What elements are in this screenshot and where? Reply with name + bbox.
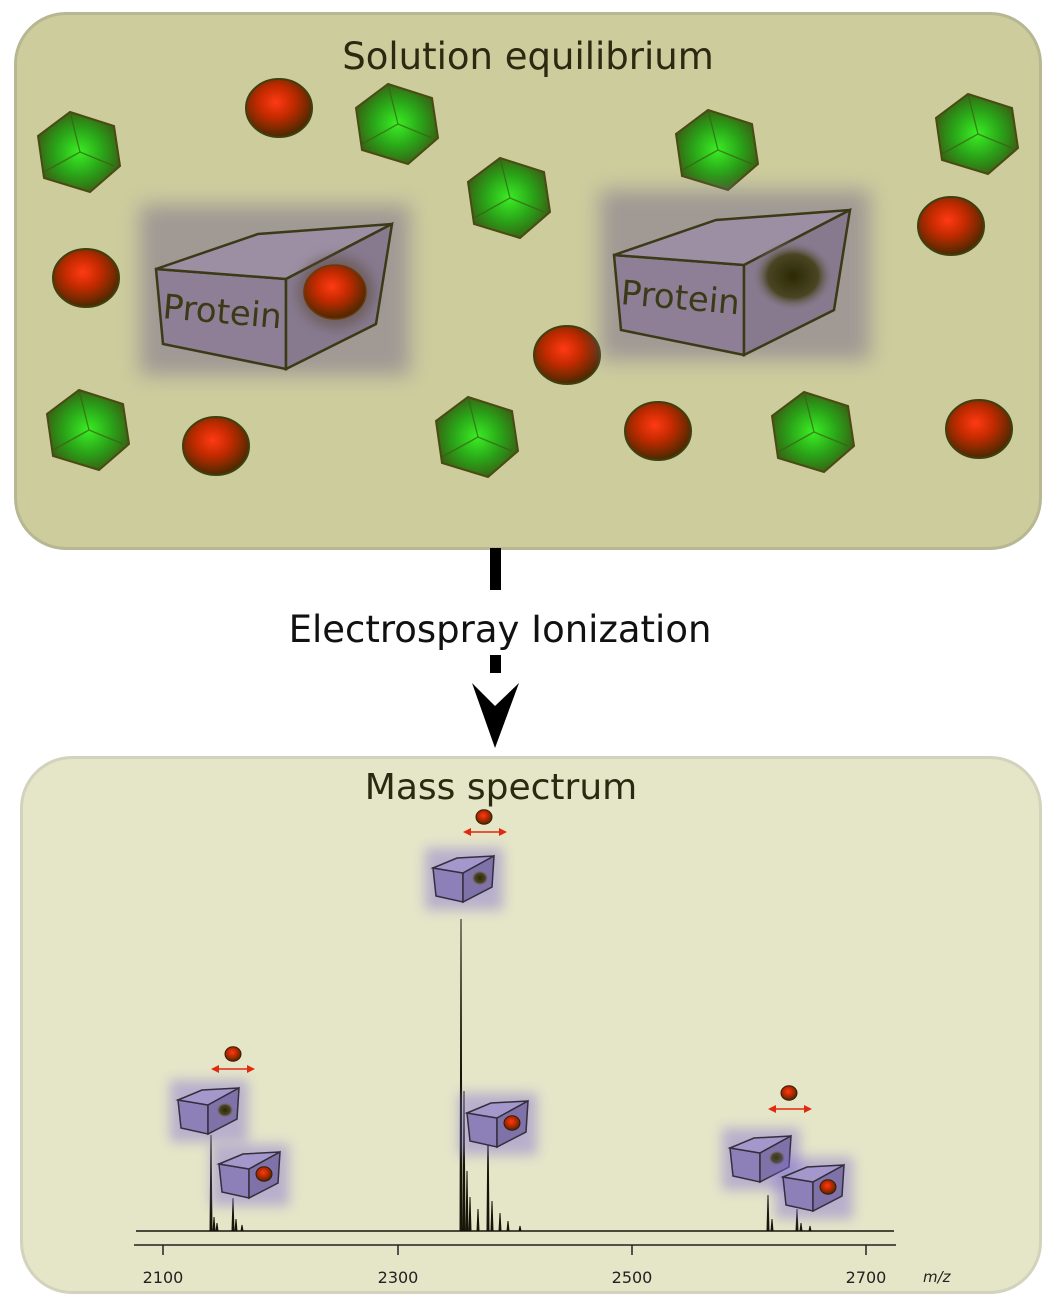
x-tick-label: 2100 bbox=[143, 1268, 184, 1287]
ligand-molecule bbox=[52, 248, 120, 308]
competitor-molecule bbox=[935, 93, 1019, 175]
protein-apo: Protein bbox=[600, 190, 870, 360]
competitor-molecule bbox=[435, 396, 519, 478]
arrowhead-icon bbox=[499, 828, 507, 836]
arrowhead-icon bbox=[247, 1065, 255, 1073]
competitor-molecule bbox=[355, 83, 439, 165]
ligand-molecule bbox=[945, 399, 1013, 459]
ligand-molecule bbox=[533, 325, 601, 385]
x-tick-label: 2500 bbox=[612, 1268, 653, 1287]
ligand-molecule bbox=[245, 78, 313, 138]
spectrum-panel: Mass spectrum bbox=[20, 756, 1042, 1294]
ligand-molecule bbox=[624, 401, 692, 461]
competitor-molecule bbox=[675, 109, 759, 191]
ligand-sphere bbox=[475, 809, 493, 825]
x-axis-unit: m/z bbox=[923, 1268, 952, 1286]
ligand-sphere bbox=[503, 1115, 521, 1131]
esi-arrow bbox=[472, 548, 519, 748]
esi-label: Electrospray Ionization bbox=[288, 608, 712, 651]
competitor-molecule bbox=[37, 111, 121, 193]
ligand-sphere bbox=[224, 1046, 242, 1062]
ligand-sphere bbox=[255, 1166, 273, 1182]
empty-binding-site bbox=[216, 1102, 234, 1118]
ligand-sphere bbox=[819, 1179, 837, 1195]
solution-title: Solution equilibrium bbox=[342, 35, 714, 78]
arrowhead-icon bbox=[463, 828, 471, 836]
ligand-molecule bbox=[182, 416, 250, 476]
competitor-molecule bbox=[467, 157, 551, 239]
ligand-sphere bbox=[780, 1085, 798, 1101]
spectrum-annotations bbox=[170, 809, 853, 1219]
x-tick-label: 2700 bbox=[846, 1268, 887, 1287]
competitor-molecule bbox=[771, 391, 855, 473]
ligand-molecule bbox=[917, 196, 985, 256]
competitor-molecule bbox=[46, 389, 130, 471]
arrowhead-icon bbox=[768, 1105, 776, 1113]
empty-binding-site bbox=[471, 870, 489, 886]
protein-ligand-complex: Protein bbox=[140, 205, 410, 375]
mass-spectrum-plot: 2100 2300 2500 2700 m/z bbox=[134, 918, 952, 1287]
x-axis-ticks: 2100 2300 2500 2700 bbox=[143, 1245, 887, 1287]
arrowhead-icon bbox=[804, 1105, 812, 1113]
spectrum-title: Mass spectrum bbox=[364, 767, 638, 808]
arrowhead-icon bbox=[211, 1065, 219, 1073]
x-tick-label: 2300 bbox=[378, 1268, 419, 1287]
